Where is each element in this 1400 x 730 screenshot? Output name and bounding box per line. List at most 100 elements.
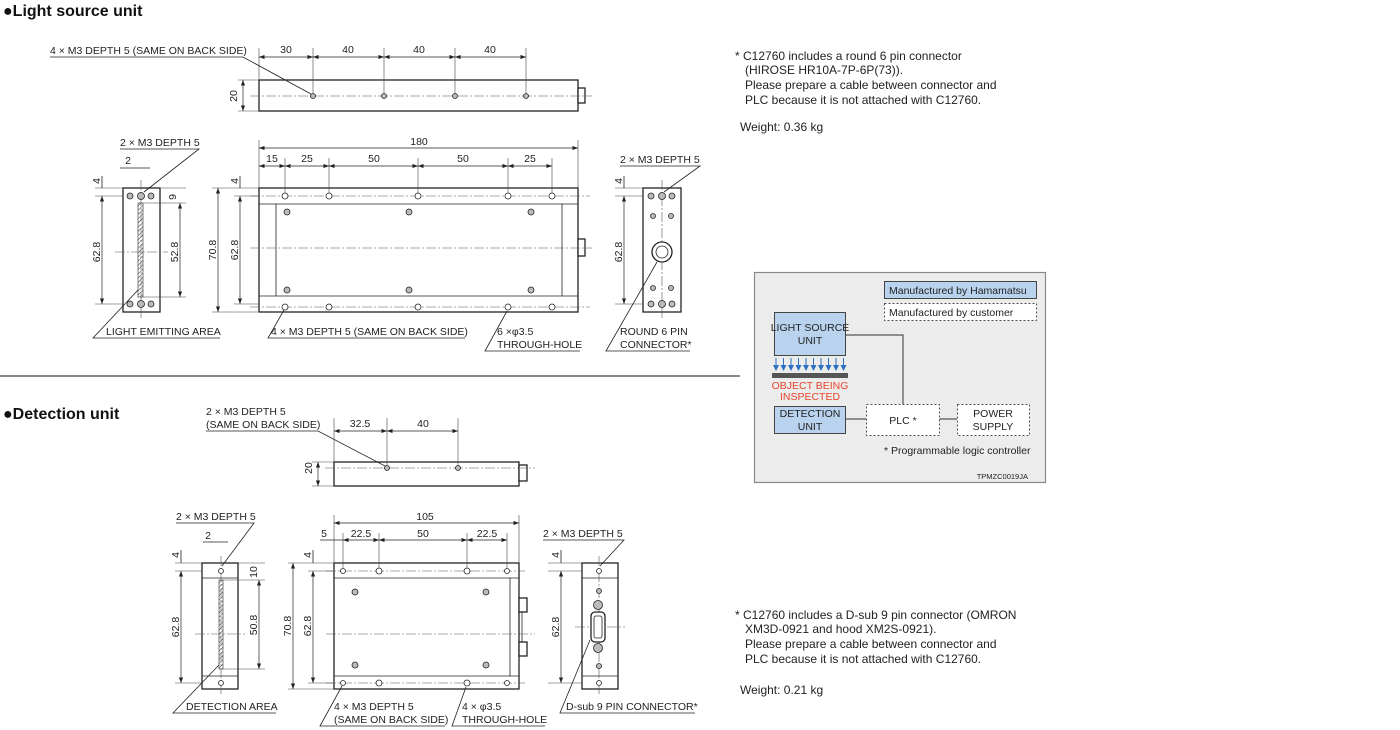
callout-label: THROUGH-HOLE (497, 339, 582, 351)
object-bar (772, 373, 848, 378)
dim-label: 62.8 (613, 242, 625, 263)
callout-label: 4 × M3 DEPTH 5 (SAME ON BACK SIDE) (271, 326, 468, 338)
dim-label: 30 (280, 44, 292, 56)
dim-label: 52.8 (169, 242, 181, 263)
detection-side-view-left: 62.8 4 50.8 10 2 2 × M3 DEPTH 5 DETECTIO… (170, 511, 278, 714)
weight-label: Weight: 0.36 kg (740, 120, 823, 134)
dim-label: 25 (524, 153, 536, 165)
dim-label: 40 (342, 44, 354, 56)
callout-label: 2 × M3 DEPTH 5 (206, 406, 286, 418)
note-line: * C12760 includes a round 6 pin connecto… (735, 49, 962, 63)
dim-label: 40 (484, 44, 496, 56)
dim-label: 15 (266, 153, 278, 165)
note-line: * C12760 includes a D-sub 9 pin connecto… (735, 608, 1016, 622)
legend-hamamatsu-swatch (884, 281, 1037, 299)
legend-customer-swatch (884, 303, 1037, 321)
note-line: PLC because it is not attached with C127… (745, 652, 981, 666)
screws (283, 208, 535, 294)
light-source-side-view-left: 62.8 4 52.8 9 2 2 × M3 DEPTH 5 LIGHT EMI… (91, 137, 221, 339)
dim-label: 2 (205, 530, 211, 542)
callout-label: 2 × M3 DEPTH 5 (176, 511, 256, 523)
callout-label: 4 × M3 DEPTH 5 (SAME ON BACK SIDE) (50, 45, 247, 57)
power-supply-box (957, 404, 1030, 436)
callout-label: LIGHT EMITTING AREA (106, 326, 221, 338)
dim-label: 105 (416, 511, 434, 523)
dim-label: 25 (301, 153, 313, 165)
dim-label: 50 (368, 153, 380, 165)
dim-label: 40 (413, 44, 425, 56)
detection-top-view: 32.5 40 20 2 × M3 DEPTH 5 (SAME ON BACK … (206, 406, 535, 487)
dim-label: 70.8 (282, 616, 294, 637)
object-label: OBJECT BEING (772, 380, 849, 392)
dim-label: 9 (167, 194, 179, 200)
detection-front-view: 105 5 22.5 50 22.5 70.8 62.8 4 4 × M3 DE… (282, 511, 547, 727)
detection-box-label: DETECTION (780, 408, 841, 420)
light-source-notes: * C12760 includes a round 6 pin connecto… (735, 49, 997, 134)
callout-label: 4 × M3 DEPTH 5 (334, 701, 414, 713)
callout-label: 2 × M3 DEPTH 5 (543, 528, 623, 540)
note-line: Please prepare a cable between connector… (745, 78, 997, 92)
dim-label: 4 (550, 552, 562, 558)
dim-label: 62.8 (91, 242, 103, 263)
dim-label: 40 (417, 418, 429, 430)
system-diagram: Manufactured by Hamamatsu Manufactured b… (753, 271, 1047, 484)
figure-code: TPMZC0019JA (977, 472, 1028, 481)
light-source-box (774, 312, 846, 356)
dim-label: 22.5 (477, 528, 498, 540)
light-source-side-view-right: 62.8 4 2 × M3 DEPTH 5 ROUND 6 PIN CONNEC… (605, 154, 702, 352)
callout-label: (SAME ON BACK SIDE) (206, 419, 320, 431)
dim-label: 5 (321, 528, 327, 540)
mounting-holes (310, 93, 529, 99)
dim-label: 50.8 (248, 615, 260, 636)
note-line: Please prepare a cable between connector… (745, 637, 997, 651)
dim-label: 62.8 (550, 617, 562, 638)
dim-label: 62.8 (170, 617, 182, 638)
light-source-box-label: UNIT (798, 335, 823, 347)
callout-label: D-sub 9 PIN CONNECTOR* (566, 701, 698, 713)
dim-label: 62.8 (229, 240, 241, 261)
detection-notes: * C12760 includes a D-sub 9 pin connecto… (735, 608, 1016, 697)
dim-label: 4 (302, 552, 314, 558)
light-source-front-view: 180 15 25 50 50 25 70.8 62.8 4 4 × M3 DE… (207, 136, 592, 352)
callout-label: DETECTION AREA (186, 701, 278, 713)
legend-customer: Manufactured by customer (889, 307, 1014, 319)
dim-label: 4 (170, 552, 182, 558)
detection-box-label: UNIT (798, 421, 823, 433)
dim-label: 2 (125, 155, 131, 167)
dim-label: 20 (228, 90, 240, 102)
light-arrows-icon (773, 358, 847, 371)
light-source-box-label: LIGHT SOURCE (771, 322, 850, 334)
dim-label: 50 (417, 528, 429, 540)
dim-label: 62.8 (302, 616, 314, 637)
object-label: INSPECTED (780, 391, 841, 403)
callout-label: 2 × M3 DEPTH 5 (620, 154, 700, 166)
callout-label: CONNECTOR* (620, 339, 692, 351)
callout-label: ROUND 6 PIN (620, 326, 688, 338)
dim-label: 4 (229, 178, 241, 184)
note-line: XM3D-0921 and hood XM2S-0921). (745, 622, 936, 636)
callout-label: 4 × φ3.5 (462, 701, 501, 713)
note-line: (HIROSE HR10A-7P-6P(73)). (745, 63, 903, 77)
dim-label: 4 (613, 178, 625, 184)
dim-label: 22.5 (351, 528, 372, 540)
power-supply-label: POWER (973, 408, 1013, 420)
plc-box (866, 404, 940, 436)
legend-hamamatsu: Manufactured by Hamamatsu (889, 285, 1027, 297)
dim-label: 20 (303, 462, 315, 474)
dsub-connector-icon (590, 600, 606, 653)
plc-box-label: PLC * (889, 415, 916, 427)
note-line: PLC because it is not attached with C127… (745, 93, 981, 107)
callout-label: 2 × M3 DEPTH 5 (120, 137, 200, 149)
dim-label: 4 (91, 178, 103, 184)
weight-label: Weight: 0.21 kg (740, 683, 823, 697)
light-source-heading: ●Light source unit (3, 3, 143, 20)
power-supply-label: SUPPLY (973, 421, 1014, 433)
detection-box (774, 406, 846, 434)
footnote: * Programmable logic controller (884, 445, 1031, 457)
through-holes (281, 192, 556, 311)
callout-label: 6 ×φ3.5 (497, 326, 533, 338)
detection-heading: ●Detection unit (3, 406, 120, 423)
dim-label: 50 (457, 153, 469, 165)
dim-label: 70.8 (207, 240, 219, 261)
